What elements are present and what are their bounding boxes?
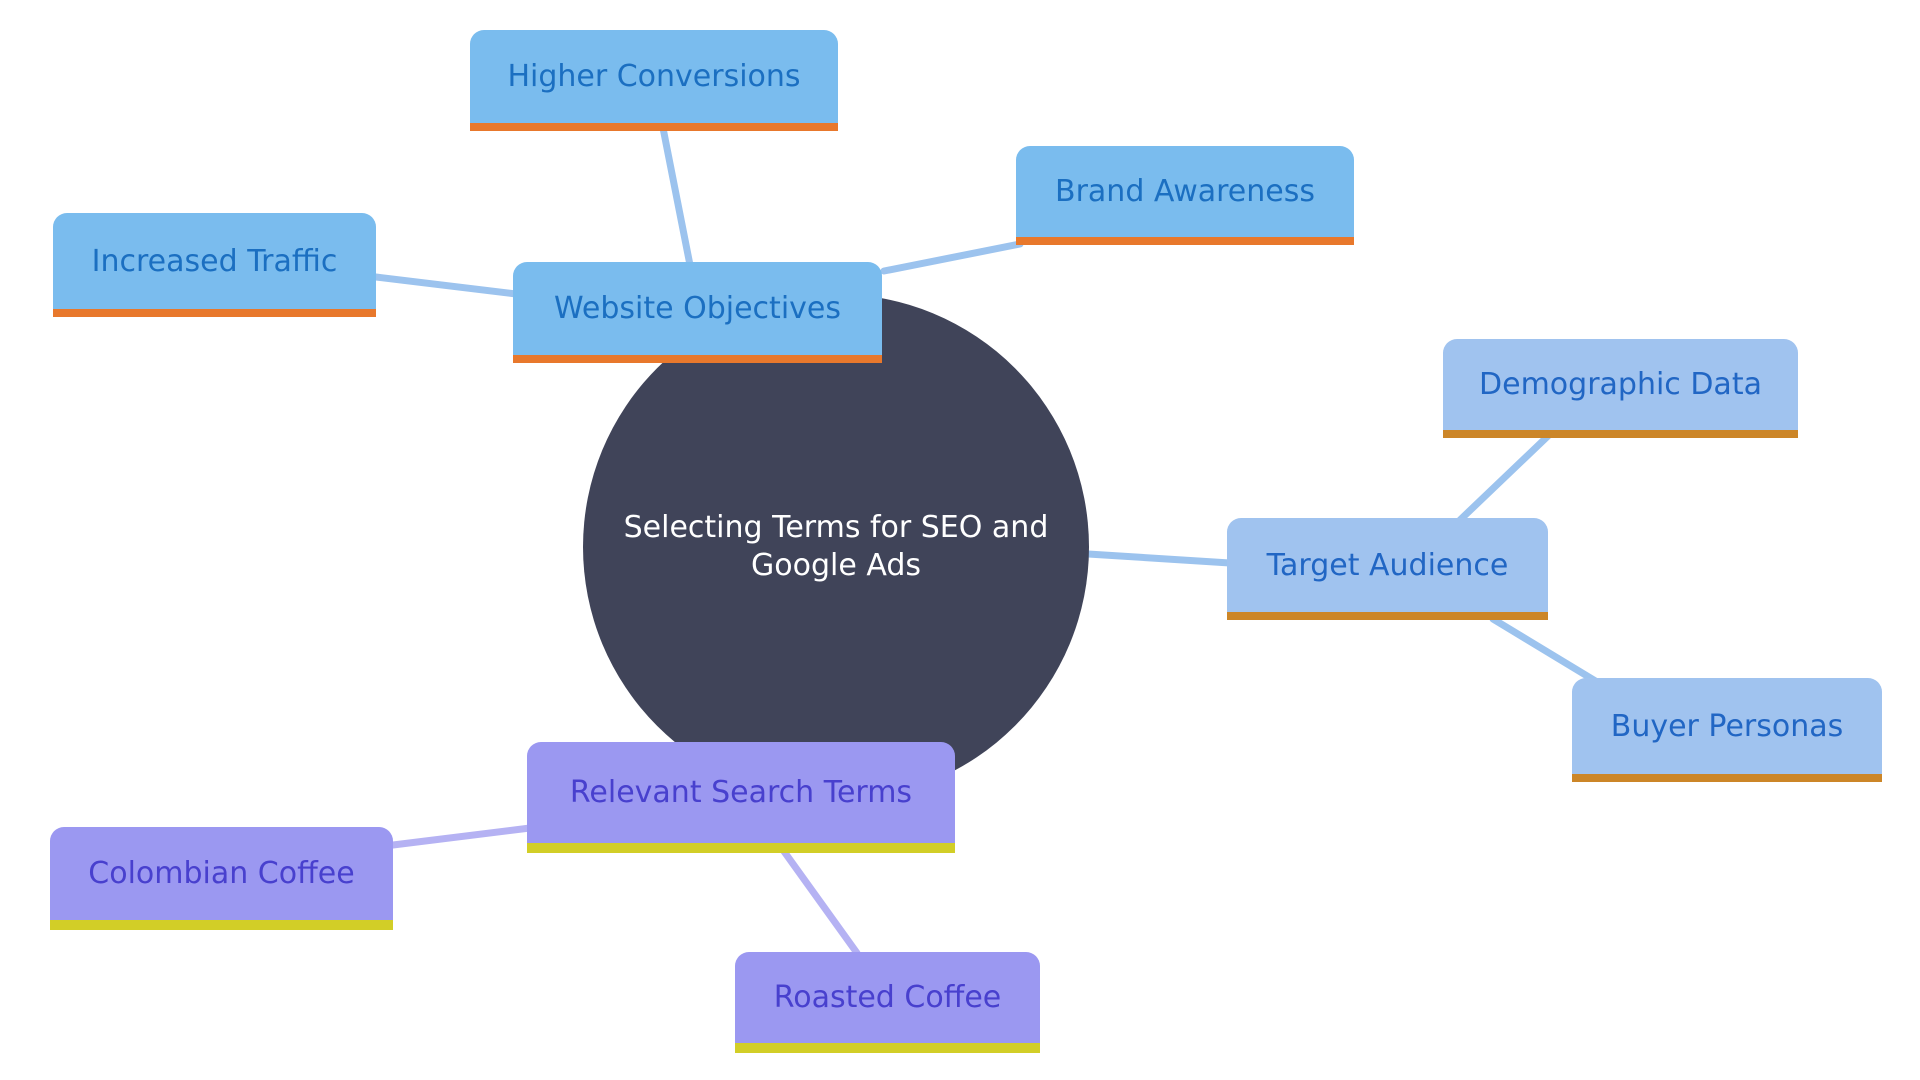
node-target-audience[interactable]: Target Audience xyxy=(1227,518,1548,620)
node-brand-awareness-label: Brand Awareness xyxy=(1055,174,1315,209)
node-roasted-coffee-label: Roasted Coffee xyxy=(773,980,1002,1015)
node-colombian-coffee-label: Colombian Coffee xyxy=(88,856,355,891)
node-increased-traffic[interactable]: Increased Traffic xyxy=(53,213,376,317)
connector-relevant-search-terms-roasted-coffee xyxy=(779,846,861,957)
connector-target-audience-demographic-data xyxy=(1456,432,1552,524)
node-higher-conversions[interactable]: Higher Conversions xyxy=(470,30,838,131)
node-brand-awareness[interactable]: Brand Awareness xyxy=(1016,146,1354,245)
node-colombian-coffee[interactable]: Colombian Coffee xyxy=(50,827,393,930)
node-demographic-data-label: Demographic Data xyxy=(1479,367,1762,402)
node-higher-conversions-label: Higher Conversions xyxy=(507,59,801,94)
connector-website-objectives-brand-awareness xyxy=(880,240,1024,275)
connector-center-target-audience xyxy=(1084,550,1234,567)
connector-website-objectives-increased-traffic xyxy=(372,273,520,298)
node-target-audience-label: Target Audience xyxy=(1266,547,1509,583)
node-relevant-search-terms-label: Relevant Search Terms xyxy=(569,775,913,810)
node-roasted-coffee[interactable]: Roasted Coffee xyxy=(735,952,1040,1053)
connector-target-audience-buyer-personas xyxy=(1489,615,1611,692)
node-website-objectives[interactable]: Website Objectives xyxy=(513,262,882,363)
node-buyer-personas-label: Buyer Personas xyxy=(1610,708,1844,744)
node-buyer-personas[interactable]: Buyer Personas xyxy=(1572,678,1882,782)
central-topic-label: Selecting Terms for SEO and Google Ads xyxy=(623,510,1049,583)
node-increased-traffic-label: Increased Traffic xyxy=(91,243,338,279)
node-demographic-data[interactable]: Demographic Data xyxy=(1443,339,1798,438)
central-topic-node[interactable]: Selecting Terms for SEO and Google Ads xyxy=(583,294,1089,800)
connector-relevant-search-terms-colombian-coffee xyxy=(389,824,534,849)
node-relevant-search-terms[interactable]: Relevant Search Terms xyxy=(527,742,955,853)
node-website-objectives-label: Website Objectives xyxy=(553,291,841,326)
connector-website-objectives-higher-conversions xyxy=(659,124,694,269)
